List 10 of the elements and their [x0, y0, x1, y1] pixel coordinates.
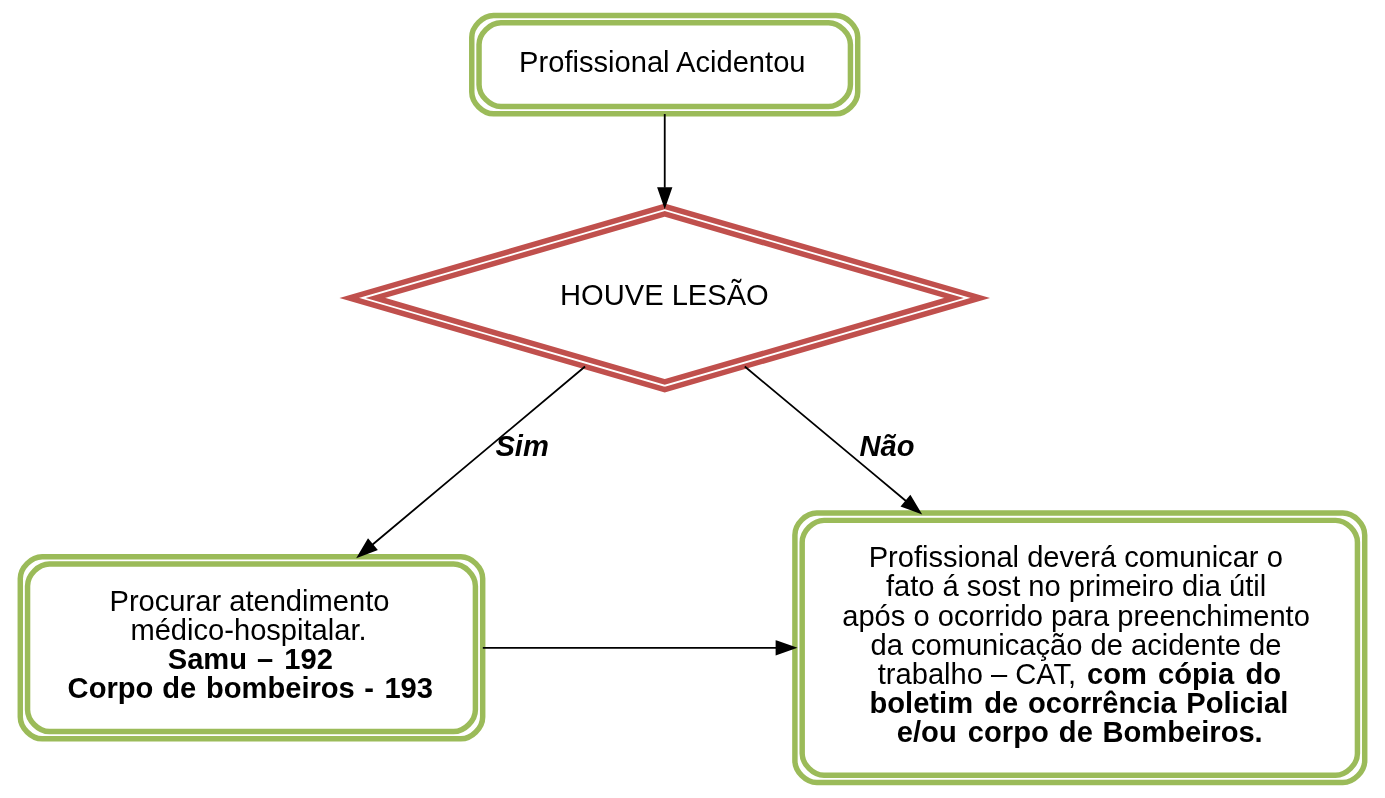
edge-label: Não	[859, 430, 915, 463]
node-box: Profissional deverá comunicar o fato á sost no primeiro dia útil após o ocorrido para preenchimento da comunicação de acidente de trabalho – CAT, com cópia do boletim de ocorrência Policial e/ou corpo de Bombeiros.	[792, 510, 1368, 786]
arrow	[657, 113, 673, 210]
arrow	[743, 365, 923, 515]
node-diamond: HOUVE LESÃO	[339, 203, 990, 393]
node-box: Procurar atendimento médico-hospitalar. Samu – 192 Corpo de bombeiros - 193	[17, 554, 486, 742]
arrow	[481, 640, 798, 656]
arrow	[356, 365, 586, 559]
edge-label: Sim	[495, 430, 549, 463]
node-box: Profissional Acidentou	[469, 12, 861, 117]
